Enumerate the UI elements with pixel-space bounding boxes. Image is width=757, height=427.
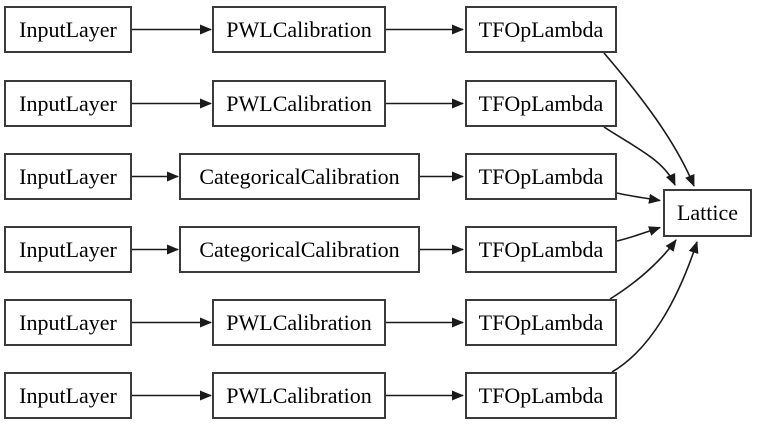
edge-lambda-to-lattice-3 [616, 192, 661, 204]
node-input-layer-2: InputLayer [4, 80, 132, 127]
edge-lambda-to-lattice-6 [611, 241, 699, 373]
node-pwl-calibration-2: PWLCalibration [212, 80, 386, 127]
node-tfop-lambda-6: TFOpLambda [465, 372, 617, 419]
node-tfop-lambda-1: TFOpLambda [465, 6, 617, 53]
node-input-layer-1: InputLayer [4, 6, 132, 53]
edge-lambda-to-lattice-5 [609, 239, 677, 300]
node-tfop-lambda-4: TFOpLambda [465, 226, 617, 273]
node-tfop-lambda-3: TFOpLambda [465, 153, 617, 200]
node-tfop-lambda-2: TFOpLambda [465, 80, 617, 127]
node-lattice: Lattice [663, 189, 752, 237]
edge-lambda-to-lattice-4 [616, 226, 661, 242]
node-pwl-calibration-6: PWLCalibration [212, 372, 386, 419]
node-tfop-lambda-5: TFOpLambda [465, 299, 617, 346]
node-input-layer-3: InputLayer [4, 153, 132, 200]
node-categorical-calibration-4: CategoricalCalibration [179, 226, 420, 273]
node-pwl-calibration-1: PWLCalibration [212, 6, 386, 53]
node-pwl-calibration-5: PWLCalibration [212, 299, 386, 346]
node-input-layer-6: InputLayer [4, 372, 132, 419]
edge-lambda-to-lattice-1 [603, 52, 695, 187]
node-categorical-calibration-3: CategoricalCalibration [179, 153, 420, 200]
node-input-layer-4: InputLayer [4, 226, 132, 273]
node-input-layer-5: InputLayer [4, 299, 132, 346]
edge-lambda-to-lattice-2 [603, 126, 676, 186]
